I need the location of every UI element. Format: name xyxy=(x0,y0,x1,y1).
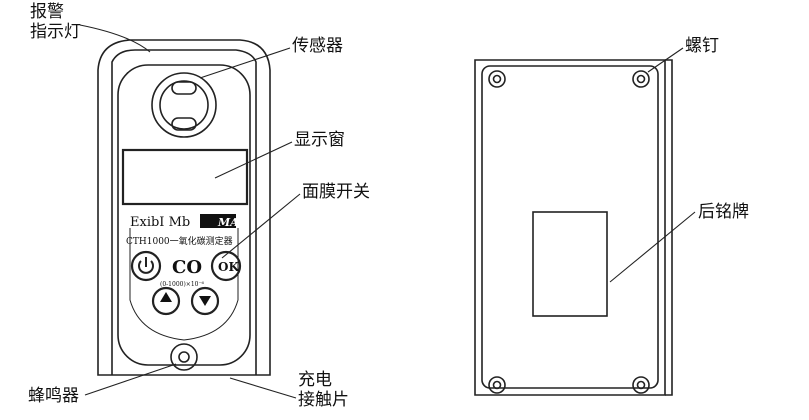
label-rear-nameplate: 后铭牌 xyxy=(698,202,749,222)
model-text: CTH1000一氧化碳测定器 xyxy=(126,235,233,247)
front-casing xyxy=(97,39,271,376)
rear-nameplate xyxy=(532,211,608,317)
ok-button-icon xyxy=(210,250,242,282)
screw-icon xyxy=(488,70,506,88)
buzzer-icon xyxy=(170,343,198,371)
label-buzzer: 蜂鸣器 xyxy=(28,386,79,406)
up-button-icon xyxy=(151,286,181,316)
power-button-icon xyxy=(130,250,162,282)
label-screw: 螺钉 xyxy=(685,36,719,56)
label-membrane-switch: 面膜开关 xyxy=(302,182,370,202)
ma-logo xyxy=(200,214,236,228)
ok-label: OK xyxy=(218,260,239,274)
label-display: 显示窗 xyxy=(294,130,345,150)
sensor-icon xyxy=(151,72,217,138)
range-text: (0-1000)×10⁻⁶ xyxy=(160,281,205,288)
label-charge-2: 接触片 xyxy=(298,390,349,410)
down-button-icon xyxy=(190,286,220,316)
svg-text:MA: MA xyxy=(217,216,239,229)
label-charge-1: 充电 xyxy=(298,370,332,390)
ex-mark: ExibI Mb xyxy=(130,215,190,230)
gas-label: CO xyxy=(172,257,202,278)
label-sensor: 传感器 xyxy=(292,36,343,56)
label-alarm-light-2: 指示灯 xyxy=(30,22,81,42)
display-window xyxy=(121,148,249,206)
label-alarm-light-1: 报警 xyxy=(30,2,64,22)
rear-casing xyxy=(474,59,666,396)
